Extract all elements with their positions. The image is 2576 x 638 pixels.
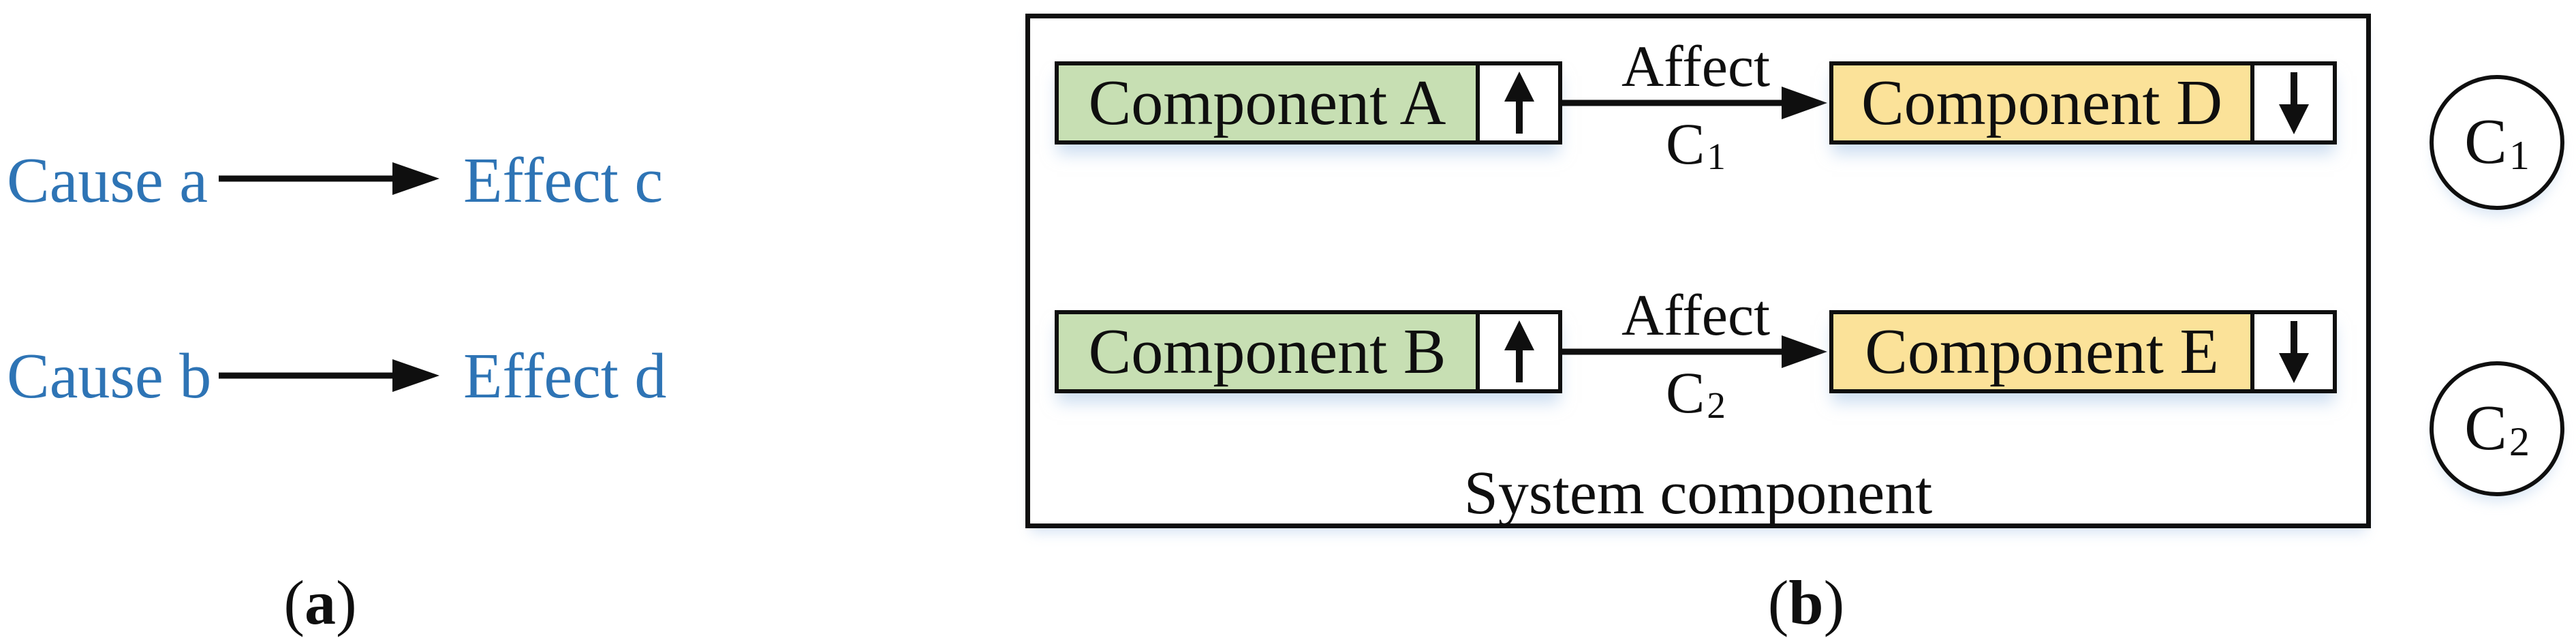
- system-component-caption: System component: [1463, 459, 1933, 527]
- up-arrow-cell: [1476, 65, 1558, 140]
- component-b-box: Component B: [1055, 310, 1562, 393]
- affect-arrow-icon: [1562, 87, 1827, 119]
- relation-id-sub: 2: [1707, 384, 1726, 426]
- cause-effect-arrow-icon: [219, 162, 439, 195]
- up-arrow-icon: [1504, 72, 1534, 134]
- relation-id-base: C: [1666, 360, 1705, 425]
- component-a-label: Component A: [1059, 65, 1476, 140]
- paren-open: (: [1767, 568, 1789, 637]
- panel-a: Cause a Effect c Cause b Effect d (a): [0, 0, 749, 638]
- component-e-box: Component E: [1829, 310, 2337, 393]
- down-arrow-icon: [2278, 321, 2309, 383]
- cause-a-label: Cause a: [7, 145, 208, 216]
- component-e-label: Component E: [1833, 314, 2250, 389]
- affect-label: Affect: [1621, 282, 1771, 348]
- cause-effect-arrow-icon: [219, 359, 439, 392]
- legend-circle-c2: C2: [2430, 361, 2564, 496]
- effect-c-label: Effect c: [463, 145, 664, 216]
- legend-circle-c1: C1: [2430, 75, 2564, 210]
- up-arrow-cell: [1476, 314, 1558, 389]
- cause-b-label: Cause b: [7, 341, 212, 412]
- component-b-label: Component B: [1059, 314, 1476, 389]
- up-arrow-icon: [1504, 320, 1534, 382]
- paren-close: ): [336, 568, 357, 637]
- paren-open: (: [283, 568, 305, 637]
- panel-a-caption: (a): [218, 571, 422, 634]
- down-arrow-cell: [2250, 65, 2333, 140]
- relation-id-label: C2: [1562, 362, 1829, 436]
- paren-close: ): [1823, 568, 1845, 637]
- affect-arrow-icon: [1562, 335, 1827, 368]
- relation-id-base: C: [1666, 111, 1705, 177]
- down-arrow-icon: [2278, 72, 2309, 134]
- component-d-box: Component D: [1829, 61, 2337, 145]
- down-arrow-cell: [2250, 314, 2333, 389]
- relation-id-label: C1: [1562, 113, 1829, 187]
- effect-d-label: Effect d: [463, 341, 667, 412]
- legend-c1-label: C1: [2464, 106, 2530, 179]
- panel-b-caption: (b): [1704, 571, 1908, 634]
- relation-id-sub: 1: [1707, 135, 1726, 177]
- panel-b-letter: b: [1788, 568, 1824, 637]
- affect-label: Affect: [1621, 33, 1771, 99]
- component-a-box: Component A: [1055, 61, 1562, 145]
- component-d-label: Component D: [1833, 65, 2250, 140]
- legend-c2-label: C2: [2464, 393, 2530, 465]
- panel-a-letter: a: [305, 568, 336, 637]
